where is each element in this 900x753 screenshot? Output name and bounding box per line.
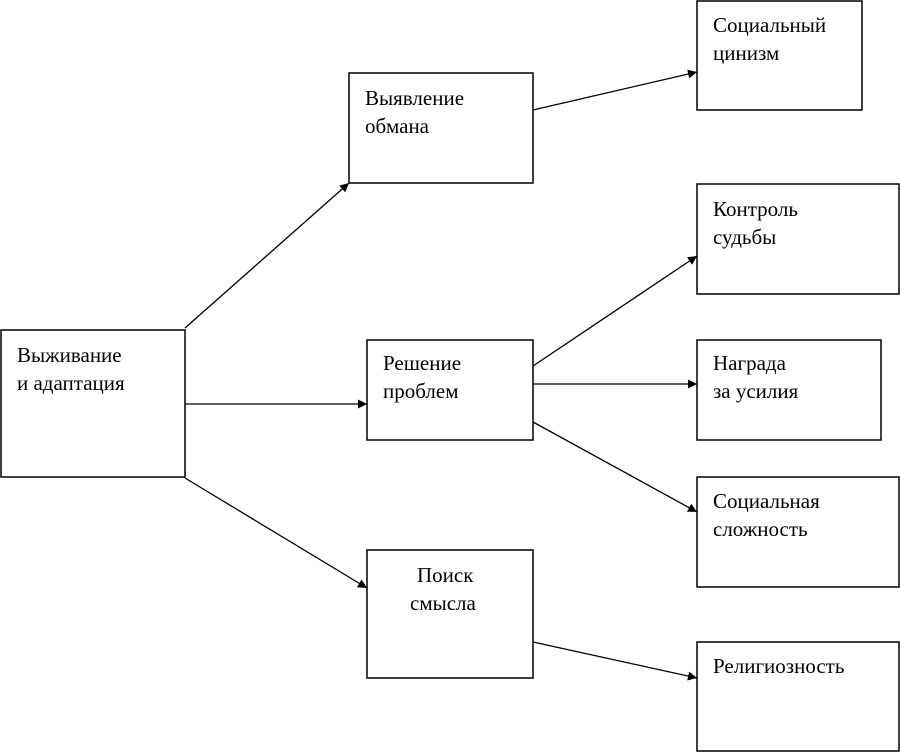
node-cynicism-label-line1: Социальный (713, 13, 826, 37)
node-reward-label-line1: Награда (713, 351, 787, 375)
edge-problem-solving-to-fate-control (532, 255, 698, 367)
node-deception-label-line2: обмана (365, 114, 430, 138)
node-reward-label-line2: за усилия (713, 379, 799, 403)
node-survival-adaptation: Выживание и адаптация (0, 329, 186, 478)
node-fate-control: Контроль судьбы (696, 183, 900, 295)
node-meaning-search: Поиск смысла (366, 549, 534, 679)
node-survival-label-line2: и адаптация (17, 371, 125, 395)
edge-survival-to-deception (184, 182, 350, 329)
node-social-cynicism: Социальный цинизм (696, 0, 863, 111)
node-reward-for-effort: Награда за усилия (696, 339, 882, 441)
node-social-complexity: Социальная сложность (696, 476, 900, 588)
node-problem-solving-label-line1: Решение (383, 351, 461, 375)
edge-survival-to-meaning (184, 477, 368, 589)
node-complexity-label-line1: Социальная (713, 489, 820, 513)
node-meaning-label-line1: Поиск (417, 563, 474, 587)
edge-deception-to-cynicism (532, 69, 698, 111)
node-deception-label-line1: Выявление (365, 86, 464, 110)
node-problem-solving: Решение проблем (366, 339, 534, 441)
node-complexity-label-line2: сложность (713, 517, 808, 541)
node-fate-control-label-line1: Контроль (713, 197, 798, 221)
edges (184, 69, 698, 681)
node-meaning-label-line2: смысла (410, 591, 477, 615)
node-problem-solving-label-line2: проблем (383, 379, 459, 403)
node-deception-detection: Выявление обмана (348, 72, 534, 184)
node-survival-label-line1: Выживание (17, 343, 122, 367)
node-fate-control-label-line2: судьбы (713, 225, 776, 249)
node-cynicism-label-line2: цинизм (713, 41, 779, 65)
edge-meaning-to-religiosity (532, 641, 698, 681)
node-religiosity: Религиозность (696, 641, 900, 752)
edge-problem-solving-to-complexity (532, 421, 698, 513)
node-religiosity-label: Религиозность (713, 654, 844, 678)
